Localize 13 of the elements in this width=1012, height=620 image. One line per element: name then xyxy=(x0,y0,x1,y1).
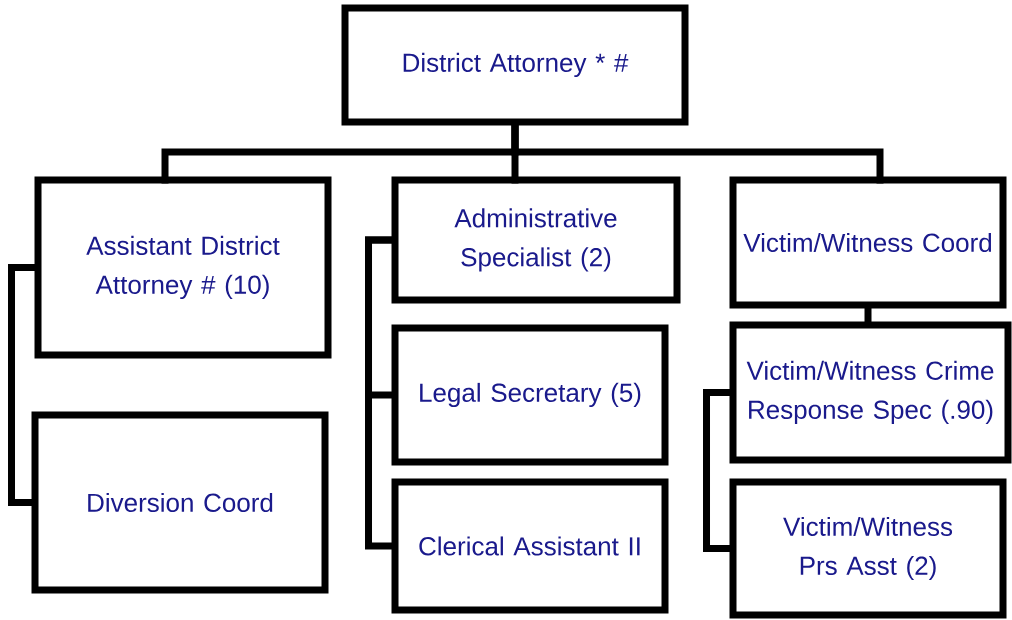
connector-line xyxy=(8,264,38,506)
connector-line xyxy=(864,305,872,325)
connector-line xyxy=(703,389,733,552)
position-box: Victim/Witness Crime Response Spec (.90) xyxy=(729,321,1012,464)
position-box: Legal Secretary (5) xyxy=(391,324,669,466)
position-box: District Attorney * # xyxy=(341,4,689,126)
position-box: Victim/Witness Prs Asst (2) xyxy=(729,478,1007,619)
position-box: Victim/Witness Coord xyxy=(729,176,1007,309)
position-box: Clerical Assistant II xyxy=(391,478,669,614)
position-box: Diversion Coord xyxy=(31,411,329,594)
position-box: Assistant District Attorney # (10) xyxy=(34,176,332,359)
position-box: Administrative Specialist (2) xyxy=(391,176,681,304)
connector-line xyxy=(365,236,395,550)
